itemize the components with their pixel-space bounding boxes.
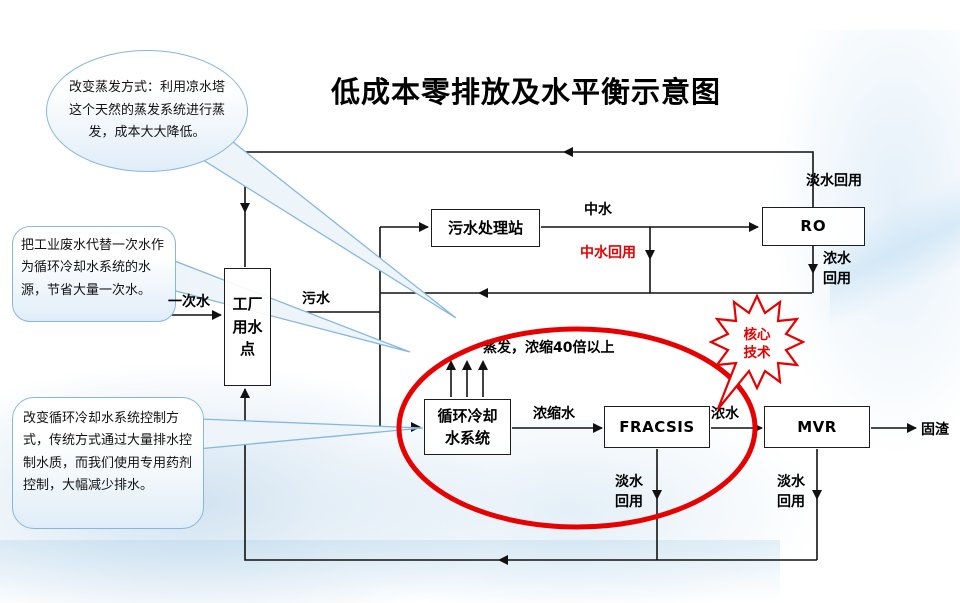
callout-evaporation: 改变蒸发方式：利用凉水塔这个天然的蒸发系统进行蒸发，成本大大降低。	[46, 50, 248, 172]
label-reclaimed-water: 中水	[584, 202, 612, 218]
arrow-right-icon	[419, 222, 429, 232]
callout-wastewater: 把工业废水代替一次水作为循环冷却水系统的水源，节省大量一次水。	[12, 226, 176, 322]
water-splash-background	[0, 540, 780, 603]
node-sewage-treatment-station: 污水处理站	[431, 209, 540, 247]
arrow-down-icon	[808, 264, 818, 274]
node-factory-water-point: 工厂用水点	[224, 268, 271, 386]
arrow-down-icon	[812, 490, 822, 500]
arrow-right-icon	[411, 422, 421, 432]
arrow-down-icon	[645, 250, 655, 260]
arrow-up-icon	[462, 360, 472, 370]
page-title: 低成本零排放及水平衡示意图	[331, 75, 722, 109]
arrow-up-icon	[446, 360, 456, 370]
node-ro: RO	[762, 207, 865, 246]
arrow-left-icon	[563, 147, 573, 157]
node-fracsis: FRACSIS	[604, 406, 710, 448]
label-reclaimed-water-reuse: 中水回用	[580, 245, 636, 261]
node-circulating-cooling-system: 循环冷却水系统	[424, 399, 511, 455]
label-concentrate-reuse: 浓水回用	[823, 251, 851, 288]
arrow-right-icon	[593, 423, 603, 433]
label-concentrate: 浓水	[711, 406, 739, 422]
arrow-right-icon	[749, 222, 759, 232]
label-primary-water: 一次水	[168, 294, 210, 310]
water-splash-background	[320, 420, 820, 603]
arrow-up-icon	[478, 360, 488, 370]
arrow-right-icon	[753, 423, 763, 433]
label-freshwater-reuse-fracsis: 淡水回用	[615, 474, 643, 511]
node-mvr: MVR	[764, 406, 870, 448]
label-solid-residue: 固渣	[921, 422, 949, 438]
core-tech-badge: 核心技术	[743, 327, 771, 362]
arrow-right-icon	[212, 310, 222, 320]
arrow-left-icon	[498, 555, 508, 565]
label-freshwater-reuse-mvr: 淡水回用	[777, 474, 805, 511]
callout-tail-control	[196, 418, 424, 450]
arrow-left-icon	[478, 288, 488, 298]
arrow-right-icon	[907, 423, 917, 433]
arrow-down-icon	[240, 203, 250, 213]
label-evaporation-note: 蒸发，浓缩40倍以上	[483, 340, 615, 356]
label-concentrated-water: 浓缩水	[533, 406, 575, 422]
label-freshwater-reuse-top: 淡水回用	[806, 173, 862, 189]
arrow-down-icon	[652, 490, 662, 500]
arrow-up-icon	[240, 388, 250, 398]
callout-control: 改变循环冷却水系统控制方式，传统方式通过大量排水控制水质，而我们使用专用药剂控制…	[12, 397, 204, 529]
label-sewage: 污水	[302, 291, 330, 307]
